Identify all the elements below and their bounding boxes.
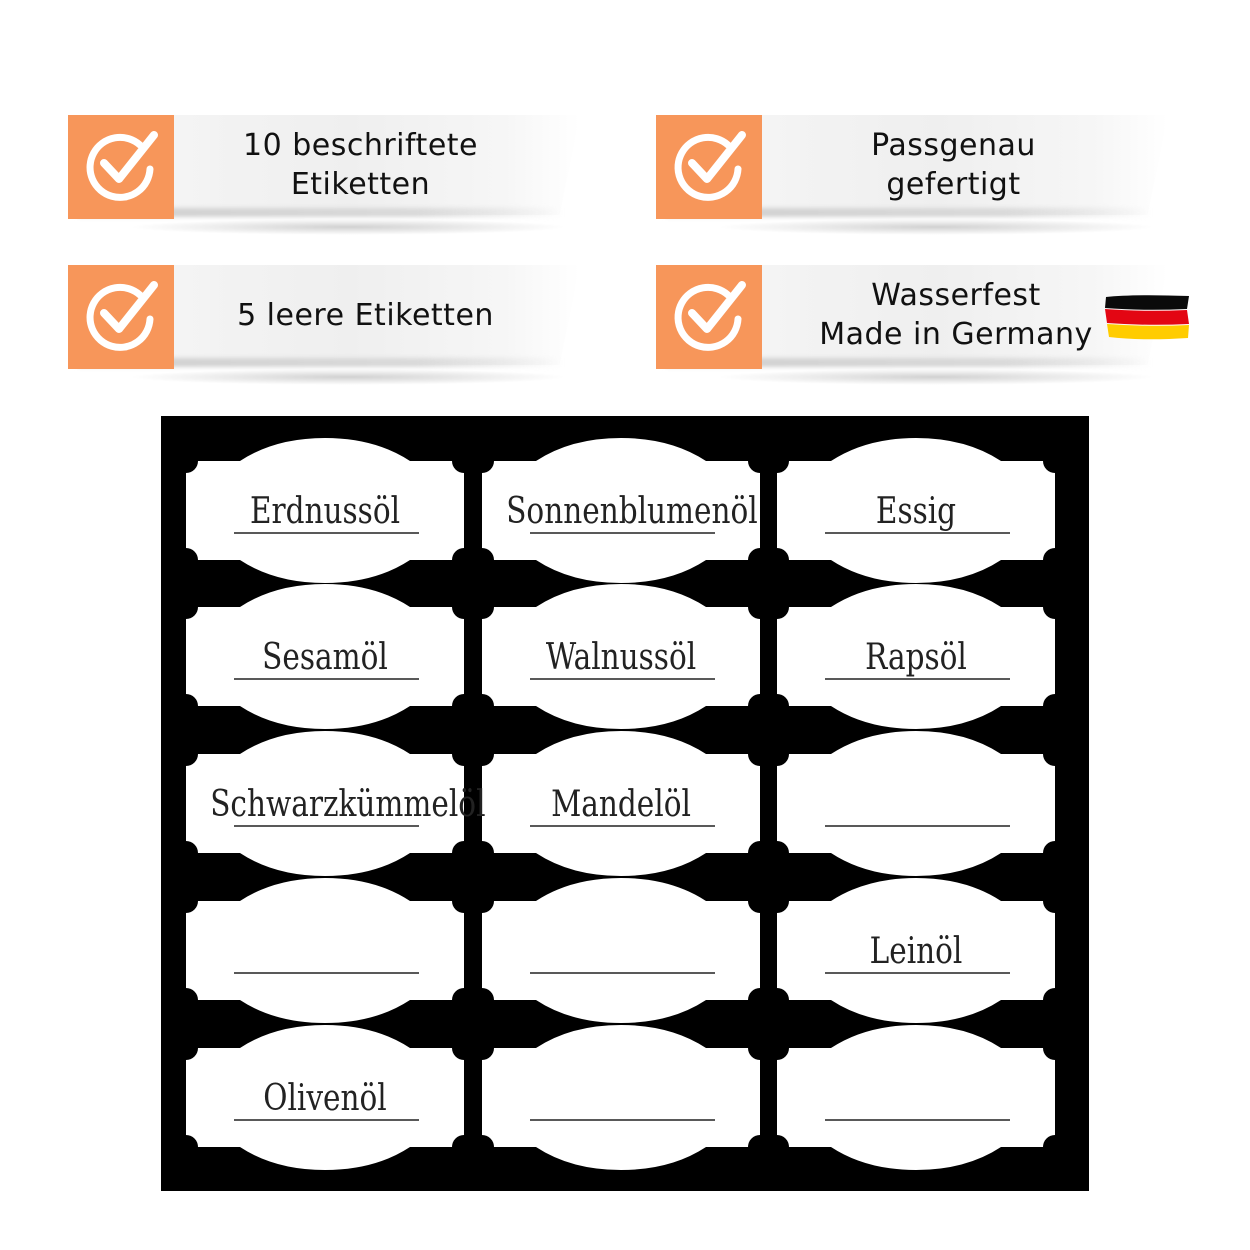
ribbon-edge [666, 358, 1151, 367]
feature-line: gefertigt [886, 167, 1021, 202]
feature-text: Wasserfest Made in Germany [796, 265, 1116, 365]
feature-passgenau: Passgenau gefertigt [656, 115, 1186, 235]
check-circle-icon [86, 281, 158, 351]
feature-line: Passgenau [871, 128, 1036, 163]
feature-line: 5 leere Etiketten [237, 297, 494, 333]
label-shape [186, 878, 464, 1023]
label-shape [482, 878, 760, 1023]
label-text: Erdnussöl [249, 491, 401, 532]
check-badge [656, 265, 762, 369]
label-text: Schwarzkümmelöl [210, 784, 486, 825]
label-shape [186, 731, 464, 876]
check-circle-icon [674, 131, 746, 201]
germany-flag-icon [1105, 295, 1189, 340]
label-text: Leinöl [869, 931, 963, 972]
check-circle-icon [86, 131, 158, 201]
label-shape [777, 878, 1055, 1023]
feature-text: 5 leere Etiketten [178, 265, 553, 365]
feature-wasserfest: Wasserfest Made in Germany [656, 265, 1186, 385]
label-text: Walnussöl [545, 637, 697, 678]
ribbon-edge [78, 358, 563, 367]
label-text: Essig [875, 491, 957, 532]
label-text: Mandelöl [551, 784, 691, 825]
feature-line: Etiketten [290, 167, 431, 202]
feature-line: 10 beschriftete [243, 128, 478, 163]
check-badge [68, 265, 174, 369]
ribbon-edge [78, 208, 563, 217]
feature-labeled-etiketten: 10 beschriftete Etiketten [68, 115, 598, 235]
ribbon-shadow [716, 219, 1156, 235]
label-shape [777, 731, 1055, 876]
feature-text: 10 beschriftete Etiketten [188, 115, 533, 215]
label-text: Olivenöl [263, 1078, 387, 1119]
feature-text: Passgenau gefertigt [781, 115, 1126, 215]
label-shape [482, 438, 760, 583]
feature-empty-etiketten: 5 leere Etiketten [68, 265, 598, 385]
label-text: Rapsöl [865, 637, 967, 678]
label-shape [482, 584, 760, 729]
label-shape [777, 584, 1055, 729]
label-shape [482, 731, 760, 876]
feature-line: Wasserfest [871, 278, 1041, 313]
label-shape [186, 1025, 464, 1170]
ribbon-edge [666, 208, 1151, 217]
label-shape [777, 1025, 1055, 1170]
feature-line: Made in Germany [819, 317, 1093, 352]
label-shape [186, 438, 464, 583]
ribbon-shadow [716, 369, 1156, 385]
check-badge [656, 115, 762, 219]
label-text: Sesamöl [262, 637, 388, 678]
ribbon-shadow [128, 219, 568, 235]
ribbon-shadow [128, 369, 568, 385]
check-badge [68, 115, 174, 219]
label-shape [777, 438, 1055, 583]
label-shapes [186, 438, 1055, 1170]
check-circle-icon [674, 281, 746, 351]
label-text: Sonnenblumenöl [506, 491, 758, 532]
label-shape [482, 1025, 760, 1170]
label-shape [186, 584, 464, 729]
